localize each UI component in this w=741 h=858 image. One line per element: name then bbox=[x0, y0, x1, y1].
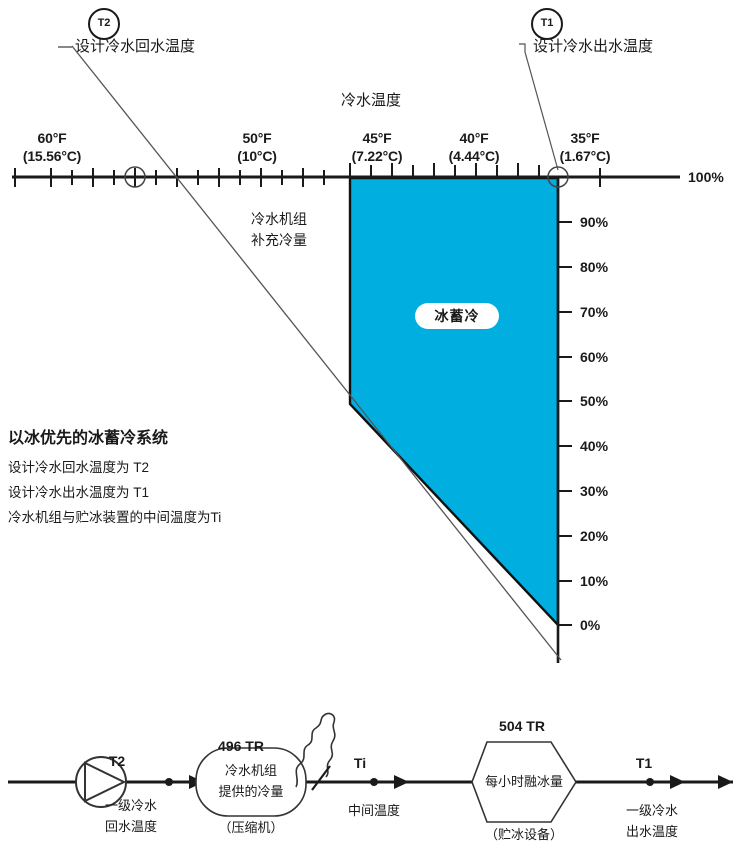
temp-label-f-3: 40°F bbox=[459, 130, 489, 146]
temp-label-c-2: (7.22°C) bbox=[351, 148, 403, 164]
schematic-chiller-capacity: 496 TR bbox=[218, 738, 264, 754]
temp-label-c-0: (15.56°C) bbox=[22, 148, 82, 164]
schematic-pump-sub-line1: 一级冷水 bbox=[104, 798, 158, 813]
schematic-chiller-body-line1: 冷水机组 bbox=[224, 763, 278, 778]
schematic-t1-label: T1 bbox=[635, 755, 653, 771]
schematic-out-sub-line1: 一级冷水 bbox=[625, 803, 679, 818]
t1-callout-text: 设计冷水出水温度 bbox=[533, 38, 654, 55]
schematic-pump-sub-line2: 回水温度 bbox=[104, 819, 158, 834]
percent-axis-ticks bbox=[558, 221, 572, 626]
legend-line-2: 设计冷水出水温度为 T1 bbox=[8, 485, 150, 500]
t1-leader-line bbox=[519, 43, 559, 171]
t2-locus-line bbox=[71, 45, 562, 661]
percent-tick-label-60: 60% bbox=[580, 349, 609, 365]
process-schematic bbox=[8, 712, 733, 823]
chiller-shape bbox=[195, 747, 307, 817]
ice-storage-region bbox=[348, 176, 560, 629]
flow-dot bbox=[646, 778, 654, 786]
percent-tick-label-20: 20% bbox=[580, 528, 609, 544]
valve-slash-icon bbox=[311, 765, 331, 791]
legend-line-3: 冷水机组与贮冰装置的中间温度为Ti bbox=[8, 510, 222, 525]
ice-storage-pill: 冰蓄冷 bbox=[415, 303, 499, 329]
chiller-supplement-label-line1: 冷水机组 bbox=[251, 211, 307, 227]
percent-tick-label-70: 70% bbox=[580, 304, 609, 320]
axis-title: 冷水温度 bbox=[340, 92, 402, 109]
schematic-ice-body: 每小时融冰量 bbox=[484, 774, 564, 789]
temp-label-f-0: 60°F bbox=[37, 130, 67, 146]
percent-tick-label-30: 30% bbox=[580, 483, 609, 499]
temp-label-c-4: (1.67°C) bbox=[559, 148, 611, 164]
percent-tick-label-90: 90% bbox=[580, 214, 609, 230]
temp-label-c-1: (10°C) bbox=[237, 148, 277, 164]
schematic-chiller-body-line2: 提供的冷量 bbox=[218, 784, 284, 799]
schematic-ti-sub: 中间温度 bbox=[347, 803, 401, 818]
schematic-out-sub-line2: 出水温度 bbox=[625, 824, 679, 839]
schematic-ice-sub: （贮冰设备） bbox=[484, 827, 564, 842]
percent-axis-end-label: 100% bbox=[688, 169, 724, 185]
percent-tick-label-50: 50% bbox=[580, 393, 609, 409]
percent-tick-label-10: 10% bbox=[580, 573, 609, 589]
temp-label-c-3: (4.44°C) bbox=[448, 148, 500, 164]
flow-arrow-icon bbox=[718, 775, 733, 789]
flow-dot bbox=[165, 778, 173, 786]
t2-tag-circle bbox=[88, 8, 120, 40]
flow-arrow-icon bbox=[394, 775, 409, 789]
temperature-axis-ticks bbox=[14, 168, 325, 187]
percent-tick-label-80: 80% bbox=[580, 259, 609, 275]
ice-storage-vessel-shape bbox=[471, 741, 577, 823]
temperature-axis-ticks-over-ice bbox=[349, 163, 601, 187]
t1-tag-circle bbox=[531, 8, 563, 40]
legend-heading: 以冰优先的冰蓄冷系统 bbox=[8, 430, 169, 447]
temp-label-f-4: 35°F bbox=[570, 130, 600, 146]
temp-label-f-2: 45°F bbox=[362, 130, 392, 146]
schematic-chiller-sub: （压缩机） bbox=[218, 820, 284, 835]
flow-arrow-icon bbox=[670, 775, 685, 789]
chiller-supplement-label-line2: 补充冷量 bbox=[251, 232, 307, 248]
schematic-ice-capacity: 504 TR bbox=[499, 718, 545, 734]
percent-tick-label-40: 40% bbox=[580, 438, 609, 454]
pump-impeller-triangle-icon bbox=[84, 761, 127, 803]
percent-tick-label-0: 0% bbox=[580, 617, 601, 633]
schematic-ti-label: Ti bbox=[353, 755, 367, 771]
t1-axis-marker bbox=[547, 166, 569, 188]
compressor-coil-icon bbox=[295, 712, 336, 788]
temp-label-f-1: 50°F bbox=[242, 130, 272, 146]
flow-dot bbox=[370, 778, 378, 786]
schematic-t2-label: T2 bbox=[108, 753, 126, 769]
t2-tag-label: T2 bbox=[97, 17, 111, 29]
legend-line-1: 设计冷水回水温度为 T2 bbox=[8, 460, 150, 475]
t2-callout-text: 设计冷水回水温度 bbox=[75, 38, 196, 55]
t2-axis-marker bbox=[124, 166, 146, 188]
t1-tag-label: T1 bbox=[540, 17, 554, 29]
